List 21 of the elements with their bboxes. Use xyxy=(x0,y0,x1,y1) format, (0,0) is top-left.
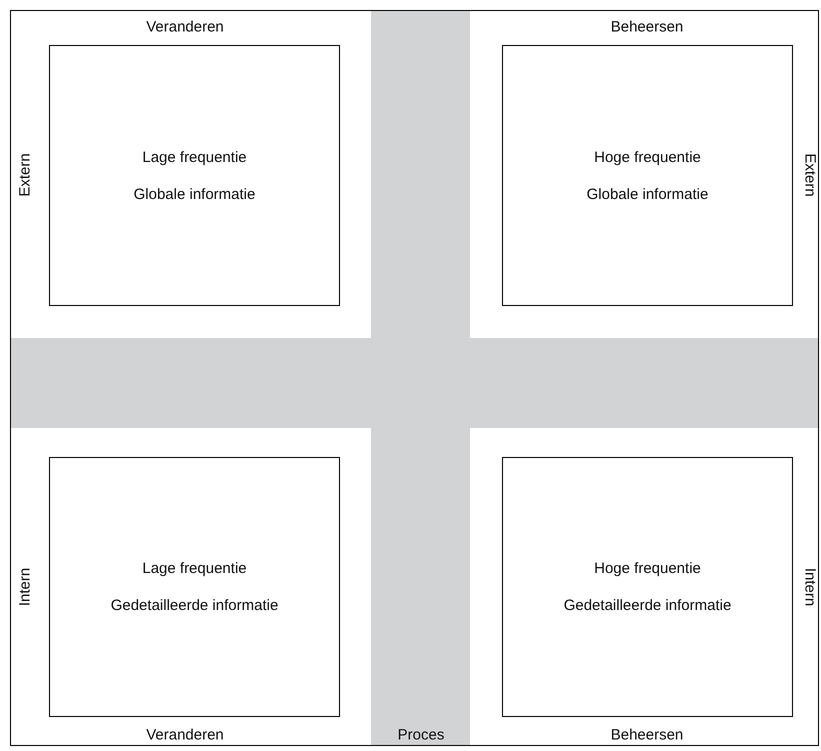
axis-label: Extern xyxy=(16,153,34,197)
quadrant-box xyxy=(49,457,340,717)
axis-label: Veranderen xyxy=(146,726,224,744)
quadrant-box xyxy=(49,45,340,306)
quadrant-text: Gedetailleerde informatie xyxy=(110,597,278,614)
axis-label: Intern xyxy=(802,568,818,606)
quadrant-text: Lage frequentie xyxy=(142,148,247,166)
axis-label: Intern xyxy=(16,568,34,606)
axis-label: Beheersen xyxy=(610,18,684,36)
axis-label: Veranderen xyxy=(146,18,224,36)
quadrant-text: Hoge frequentie xyxy=(594,148,701,166)
quadrant-text: Hoge frequentie xyxy=(594,560,701,577)
quadrant-box xyxy=(502,457,793,717)
quadrant-text: Globale informatie xyxy=(586,186,708,202)
axis-label: Extern xyxy=(802,153,818,197)
quadrant-text: Globale informatie xyxy=(134,186,256,202)
quadrant-box xyxy=(502,45,793,306)
axis-label: Beheersen xyxy=(610,726,684,744)
band-label: Proces xyxy=(398,726,444,744)
quadrant-text: Lage frequentie xyxy=(142,560,247,577)
quadrant-text: Gedetailleerde informatie xyxy=(564,597,732,614)
